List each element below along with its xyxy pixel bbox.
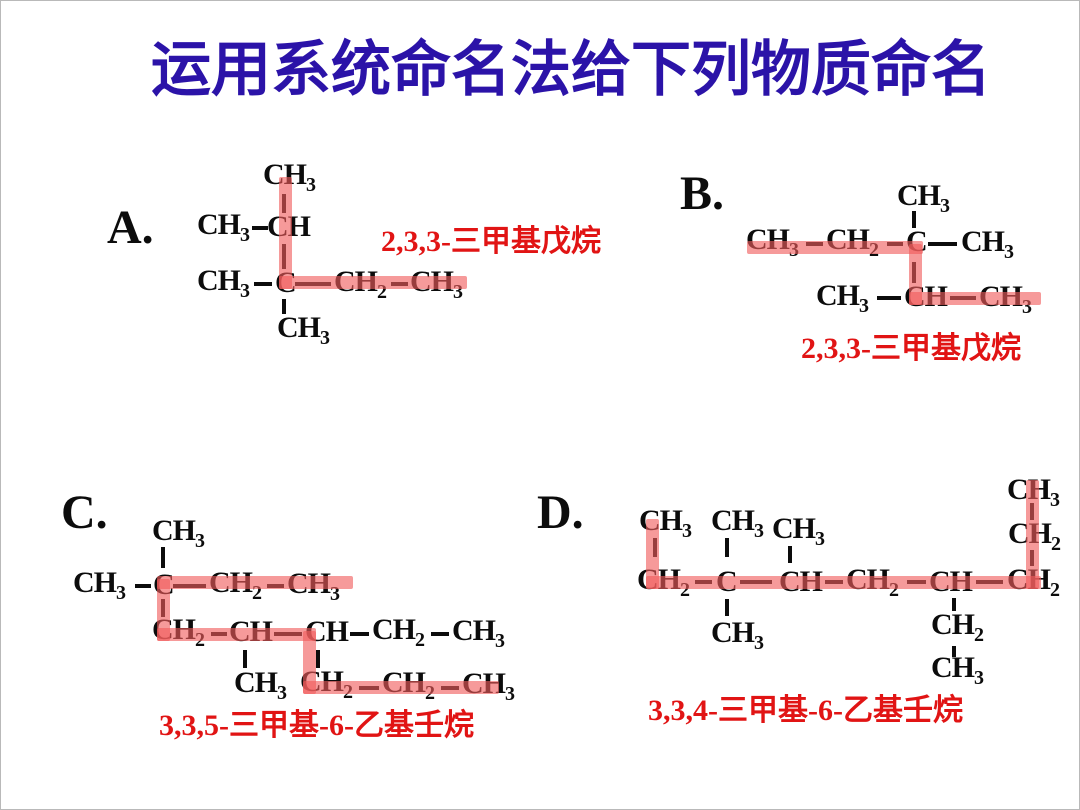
atom-ch3: CH3	[197, 208, 250, 246]
structure-d-compound-name: 3,3,4-三甲基-6-乙基壬烷	[648, 694, 963, 727]
bond-line	[243, 650, 247, 668]
bond-line	[252, 226, 268, 230]
main-chain-highlight	[157, 628, 316, 641]
bond-line	[952, 646, 956, 657]
bond-line	[877, 296, 901, 300]
atom-ch3: CH3	[931, 651, 984, 689]
atom-ch3: CH3	[772, 512, 825, 550]
main-chain-highlight	[279, 276, 467, 289]
bond-line	[912, 211, 916, 228]
atom-ch3: CH3	[73, 566, 126, 604]
atom-ch3: CH3	[897, 179, 950, 217]
slide-title: 运用系统命名法给下列物质命名	[151, 37, 991, 103]
atom-ch3: CH3	[711, 504, 764, 542]
main-chain-highlight	[646, 519, 659, 589]
bond-line	[350, 632, 369, 636]
main-chain-highlight	[157, 576, 353, 589]
atom-ch3: CH3	[816, 279, 869, 317]
main-chain-highlight	[157, 579, 170, 641]
atom-ch3: CH3	[961, 225, 1014, 263]
bond-line	[135, 584, 151, 588]
bond-line	[928, 242, 957, 246]
structure-b-letter: B.	[680, 167, 725, 220]
bond-line	[725, 538, 729, 557]
atom-ch3: CH3	[197, 264, 250, 302]
structure-c-compound-name: 3,3,5-三甲基-6-乙基壬烷	[159, 709, 474, 742]
atom-ch3: CH3	[234, 666, 287, 704]
main-chain-highlight	[279, 177, 292, 289]
structure-b-compound-name: 2,3,3-三甲基戊烷	[801, 332, 1021, 365]
main-chain-highlight	[646, 576, 1041, 589]
main-chain-highlight	[747, 241, 923, 254]
bond-line	[161, 547, 165, 568]
bond-line	[316, 650, 320, 668]
structure-d-letter: D.	[537, 486, 584, 539]
bond-line	[788, 546, 792, 563]
bond-line	[431, 632, 449, 636]
atom-ch3: CH3	[452, 614, 505, 652]
atom-ch3: CH3	[152, 514, 205, 552]
atom-ch2: CH2	[372, 613, 425, 651]
main-chain-highlight	[1026, 480, 1039, 589]
atom-ch3: CH3	[711, 616, 764, 654]
bond-line	[254, 282, 272, 286]
structure-c-letter: C.	[61, 486, 108, 539]
bond-line	[952, 598, 956, 611]
main-chain-highlight	[303, 681, 499, 694]
structure-a-letter: A.	[107, 201, 154, 254]
main-chain-highlight	[909, 292, 1041, 305]
main-chain-highlight	[909, 244, 922, 305]
atom-ch2: CH2	[931, 608, 984, 646]
main-chain-highlight	[303, 631, 316, 694]
bond-line	[282, 299, 286, 314]
structure-a-compound-name: 2,3,3-三甲基戊烷	[381, 225, 601, 258]
bond-line	[725, 599, 729, 616]
atom-ch3: CH3	[277, 311, 330, 349]
